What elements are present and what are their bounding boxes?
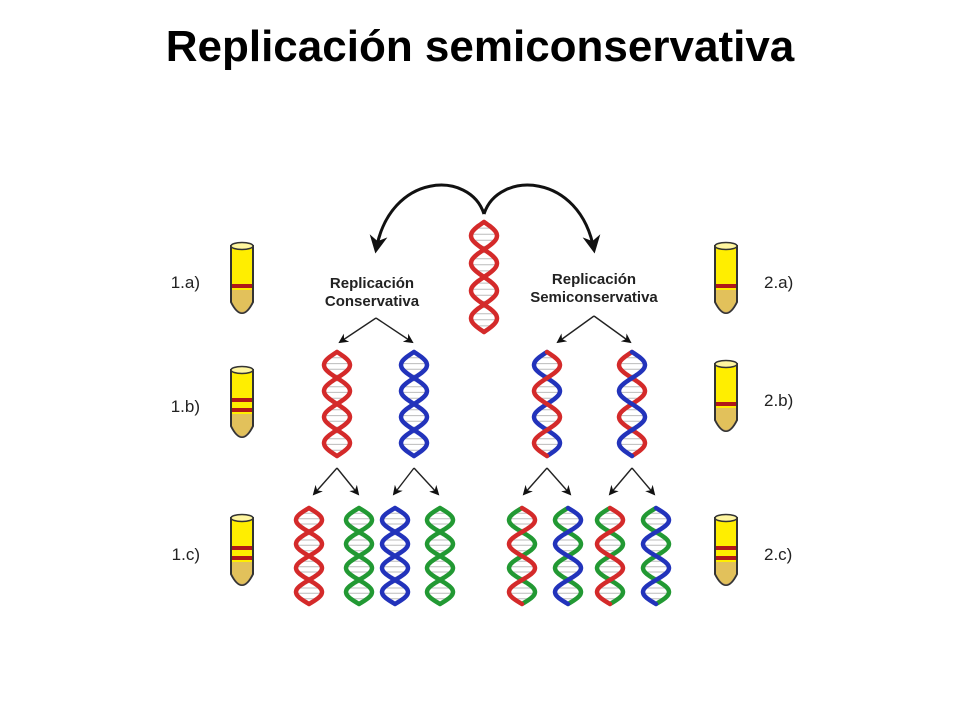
strand-a: [293, 505, 325, 607]
tube-left-3: 1.c): [172, 513, 254, 586]
conservative-gen2-helix-3: [379, 505, 411, 607]
tube-band: [232, 284, 252, 288]
tube-band: [716, 556, 736, 560]
tube-label: 1.a): [171, 273, 200, 292]
strand-a: [343, 505, 375, 607]
tube-band: [716, 402, 736, 406]
strand-a: [552, 505, 584, 607]
semiconservative-label-line1: Replicación: [552, 271, 636, 288]
strand-a: [616, 349, 648, 459]
conservative-gen1-helix-1: [321, 349, 353, 459]
tube-band: [716, 546, 736, 550]
tube-right-1: 2.a): [714, 241, 793, 314]
conservative-gen2-helix-4: [424, 505, 456, 607]
conservative-gen2-helix-2: [343, 505, 375, 607]
tube-label: 1.b): [171, 397, 200, 416]
tube-right-3: 2.c): [714, 513, 792, 586]
parent-dna-helix: [468, 219, 500, 335]
slide-title: Replicación semiconservativa: [165, 22, 795, 71]
strand-a: [468, 219, 500, 335]
split-arrows-gen2: [312, 467, 656, 496]
conservative-label-line1: Replicación: [330, 275, 414, 292]
semiconservative-gen1-helix-1: [531, 349, 563, 459]
semiconservative-gen2-helix-3: [594, 505, 626, 607]
strand-a: [531, 349, 563, 459]
tube-band: [232, 546, 252, 550]
tube-label: 2.b): [764, 391, 793, 410]
semiconservative-gen1-helix-2: [616, 349, 648, 459]
strand-a: [379, 505, 411, 607]
tube-label: 1.c): [172, 545, 200, 564]
strand-a: [594, 505, 626, 607]
strand-a: [321, 349, 353, 459]
conservative-gen2-helix-1: [293, 505, 325, 607]
semiconservative-gen2-helix-4: [640, 505, 672, 607]
strand-a: [640, 505, 672, 607]
tube-left-2: 1.b): [171, 365, 254, 438]
tube-label: 2.c): [764, 545, 792, 564]
tube-band: [716, 284, 736, 288]
conservative-gen1-helix-2: [398, 349, 430, 459]
semiconservative-gen2-helix-2: [552, 505, 584, 607]
strand-a: [398, 349, 430, 459]
semiconservative-gen2-helix-1: [506, 505, 538, 607]
conservative-label-line2: Conservativa: [325, 293, 420, 310]
strand-a: [424, 505, 456, 607]
arrow-to-conservative: [369, 183, 486, 254]
tube-band: [232, 408, 252, 412]
tube-band: [232, 556, 252, 560]
semiconservative-label-line2: Semiconservativa: [530, 289, 658, 306]
split-arrows-gen1: [338, 315, 632, 344]
tube-label: 2.a): [764, 273, 793, 292]
tube-left-1: 1.a): [171, 241, 254, 314]
tube-band: [232, 398, 252, 402]
strand-a: [506, 505, 538, 607]
tube-right-2: 2.b): [714, 359, 793, 432]
arrow-to-semiconservative: [482, 183, 601, 254]
